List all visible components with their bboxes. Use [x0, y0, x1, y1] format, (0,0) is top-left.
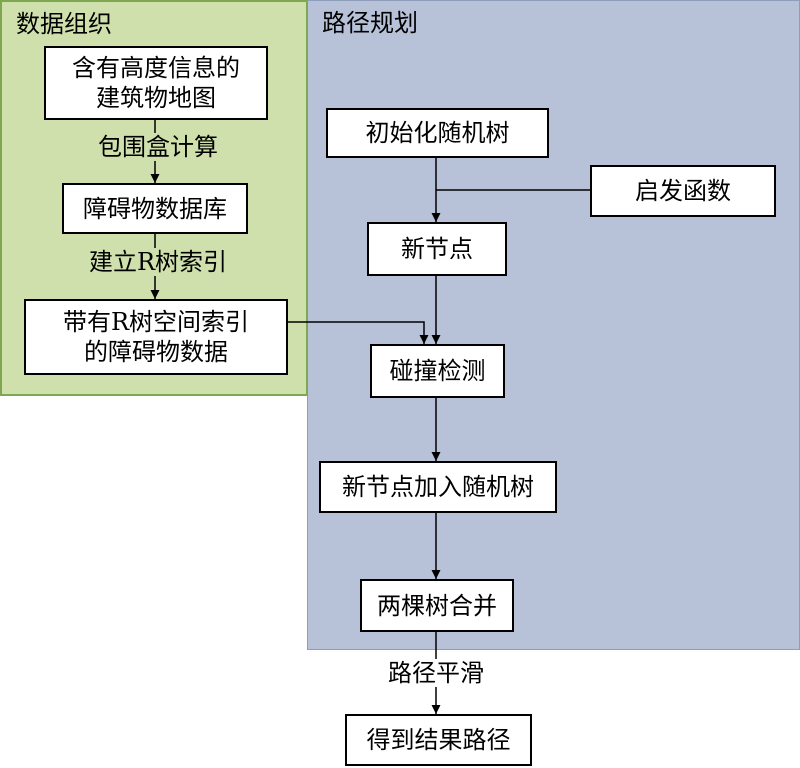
node-new-node: 新节点 — [367, 222, 507, 276]
node-result-path: 得到结果路径 — [345, 714, 532, 766]
edge-label-bbox-calc: 包围盒计算 — [94, 133, 222, 161]
node-collision: 碰撞检测 — [370, 344, 505, 398]
node-obstacle-db: 障碍物数据库 — [62, 183, 248, 234]
node-heuristic: 启发函数 — [590, 165, 776, 217]
edge-label-smooth: 路径平滑 — [384, 659, 488, 687]
path-planning-title: 路径规划 — [322, 9, 418, 37]
node-init-tree: 初始化随机树 — [326, 108, 549, 158]
edge-label-build-rtree: 建立R树索引 — [84, 248, 232, 276]
data-organization-title: 数据组织 — [16, 10, 112, 38]
node-add-node: 新节点加入随机树 — [319, 461, 557, 513]
node-merge: 两棵树合并 — [360, 579, 514, 632]
node-building-map: 含有高度信息的 建筑物地图 — [44, 46, 268, 120]
edge-rtree-to-collision — [288, 321, 429, 344]
node-rtree-obstacle-data: 带有R树空间索引 的障碍物数据 — [24, 299, 288, 375]
